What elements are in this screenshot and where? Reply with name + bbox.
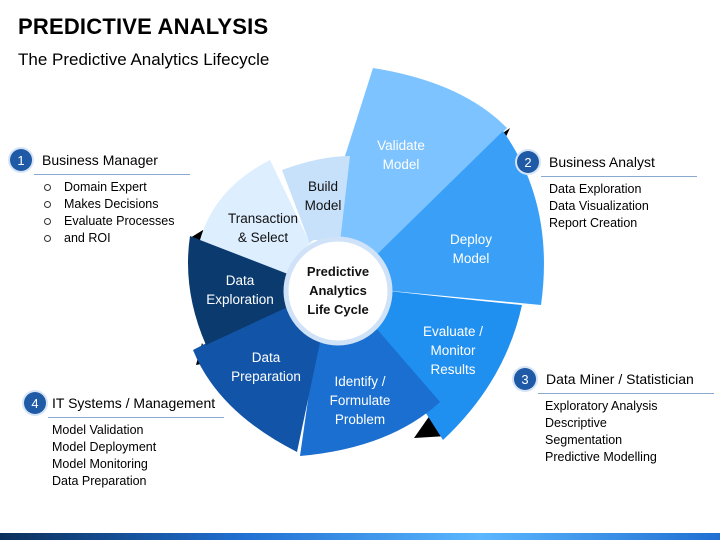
list-item: Evaluate Processes [40,213,190,230]
list-item: Data Preparation [52,474,147,488]
role-number-badge: 3 [514,368,536,390]
list-item: Makes Decisions [40,196,190,213]
role-number-badge: 1 [10,149,32,171]
segment-validate[interactable] [318,68,507,270]
role-items: Exploratory Analysis Descriptive Segment… [545,398,714,466]
hub-label-line: Life Cycle [307,302,368,317]
list-item: Exploratory Analysis [545,399,658,413]
list-item: Data Visualization [549,199,649,213]
role-underline [34,174,190,175]
list-item: Model Deployment [52,440,157,454]
segment-preparation-label: Preparation [231,369,301,384]
role-underline [541,176,697,177]
segment-build-label: Build [308,179,338,194]
segment-preparation-label: Data [252,350,281,365]
segment-transaction-label: Transaction [228,211,298,226]
hub-label-line: Analytics [309,283,367,298]
role-title: IT Systems / Management [52,395,216,411]
segment-deploy-label: Deploy [450,232,492,247]
list-item: Model Monitoring [52,457,148,471]
segment-exploration[interactable] [188,236,293,345]
hub-label: Predictive Analytics Life Cycle [307,264,369,317]
role-underline [538,393,714,394]
segment-exploration-label: Data [226,273,255,288]
segment-build[interactable] [282,156,350,244]
segment-identify-label: Problem [335,412,385,427]
segment-build-label: Model [305,198,342,213]
role-title: Business Manager [42,152,158,168]
role-number-badge: 2 [517,151,539,173]
segment-identify-label: Identify / [334,374,385,389]
role-number-badge: 4 [24,392,46,414]
role-items: Domain Expert Makes Decisions Evaluate P… [40,179,190,247]
list-item: Domain Expert [40,179,190,196]
footer-accent-bar [0,533,720,540]
segment-evaluate-label: Results [430,362,475,377]
segment-preparation[interactable] [193,300,322,452]
segment-exploration-label: Exploration [206,292,274,307]
list-item: Model Validation [52,423,144,437]
page-title: PREDICTIVE ANALYSIS [18,14,269,39]
role-data-miner: 3 Data Miner / Statistician Exploratory … [514,368,714,466]
hub-label-line: Predictive [307,264,369,279]
segment-transaction[interactable] [200,160,310,276]
segment-deploy[interactable] [360,131,544,305]
segment-validate-label: Validate [377,138,425,153]
list-item: Predictive Modelling [545,450,657,464]
role-business-analyst: 2 Business Analyst Data Exploration Data… [517,151,697,232]
list-item: and ROI [40,230,190,247]
role-items: Data Exploration Data Visualization Repo… [549,181,697,232]
list-item: Report Creation [549,216,638,230]
list-item: Descriptive [545,416,607,430]
segment-transaction-label: & Select [238,230,289,245]
role-title: Business Analyst [549,154,655,170]
list-item: Data Exploration [549,182,642,196]
segment-deploy-label: Model [453,251,490,266]
role-underline [48,417,224,418]
segment-evaluate-label: Monitor [430,343,476,358]
segment-identify-label: Formulate [330,393,391,408]
role-business-manager: 1 Business Manager Domain Expert Makes D… [10,149,190,247]
list-item: Segmentation [545,433,623,447]
role-items: Model Validation Model Deployment Model … [52,422,224,490]
hub-circle [283,236,393,346]
page-subtitle: The Predictive Analytics Lifecycle [18,50,270,69]
role-title: Data Miner / Statistician [546,371,694,387]
role-it-systems: 4 IT Systems / Management Model Validati… [24,392,224,490]
segment-validate-label: Model [383,157,420,172]
segment-evaluate[interactable] [352,290,522,440]
segment-evaluate-label: Evaluate / [423,324,483,339]
